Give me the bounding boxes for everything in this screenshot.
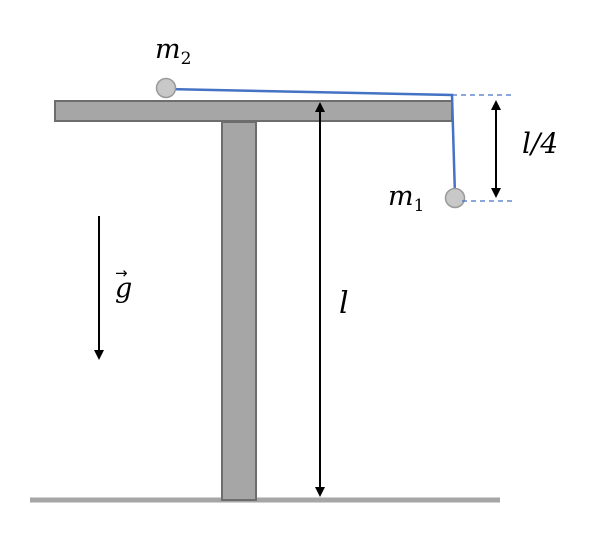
gravity-vector-arrow: → xyxy=(115,264,128,282)
quarter-length-label: l/4 xyxy=(522,127,558,160)
mass-m2-label: m2 xyxy=(155,34,191,69)
mass-m1 xyxy=(444,187,466,209)
length-label: l xyxy=(339,286,349,321)
gravity-label: g xyxy=(115,273,132,304)
mass-m2-letter: m xyxy=(155,34,181,65)
table-top xyxy=(54,100,453,122)
mass-m1-subscript: 1 xyxy=(414,196,425,216)
table-leg xyxy=(221,121,257,501)
mass-m1-letter: m xyxy=(388,181,414,212)
mass-m2-subscript: 2 xyxy=(181,49,192,69)
mass-m2 xyxy=(155,77,177,99)
mass-m1-label: m1 xyxy=(388,181,424,216)
